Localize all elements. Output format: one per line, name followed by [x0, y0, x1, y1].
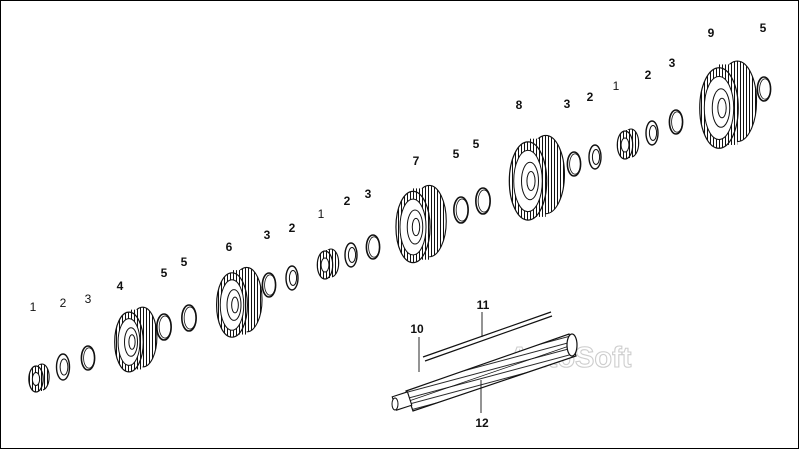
callout-3a: 3	[85, 292, 92, 306]
oil-tube-line-top	[422, 311, 552, 358]
snap-ring-3a	[80, 345, 96, 371]
callout-labels: 1 2 3 4 5 5 6 3 2 1 2 3 7 5 5 8 3 2 1 2 …	[30, 21, 767, 430]
needle-bearing-1b	[316, 248, 340, 280]
callout-2b: 2	[289, 221, 296, 235]
callout-2c: 2	[344, 194, 351, 208]
callout-5b: 5	[181, 255, 188, 269]
callout-1c: 1	[613, 79, 620, 93]
callout-4: 4	[117, 279, 124, 293]
callout-2d: 2	[587, 90, 594, 104]
washer-2b	[285, 265, 299, 291]
washer-2e	[645, 120, 659, 146]
gear-8	[508, 134, 566, 221]
callout-7: 7	[413, 154, 420, 168]
callout-2a: 2	[60, 296, 67, 310]
snap-ring-3d	[566, 151, 582, 177]
callout-2e: 2	[645, 68, 652, 82]
callout-8: 8	[516, 98, 523, 112]
gear-4	[114, 306, 158, 373]
callout-3e: 3	[669, 56, 676, 70]
callout-5e: 5	[760, 21, 767, 35]
snap-ring-5c	[453, 196, 469, 224]
shaft-end-face	[566, 333, 578, 357]
snap-ring-5d	[475, 187, 491, 215]
callout-1a: 1	[30, 300, 37, 314]
callout-3c: 3	[365, 187, 372, 201]
parts-layer	[28, 60, 772, 393]
oil-tube-line-bottom	[424, 315, 553, 362]
washer-2a	[55, 353, 71, 381]
snap-ring-3b	[261, 272, 277, 298]
gear-9	[699, 60, 758, 149]
washer-2c	[344, 242, 358, 268]
snap-ring-5e	[756, 76, 772, 102]
callout-3d: 3	[564, 97, 571, 111]
callout-10: 10	[410, 322, 424, 336]
callout-5d: 5	[473, 137, 480, 151]
callout-1b: 1	[318, 207, 325, 221]
needle-bearing-1a	[28, 363, 50, 393]
callout-11: 11	[477, 298, 490, 312]
snap-ring-3e	[668, 109, 684, 135]
gear-7	[395, 184, 447, 264]
shaft-midline	[408, 344, 573, 402]
gear-6	[216, 266, 263, 338]
shaft-nose-face	[391, 397, 399, 411]
callout-6: 6	[226, 240, 233, 254]
snap-ring-3c	[365, 234, 381, 260]
washer-2d	[588, 144, 602, 170]
callout-12: 12	[475, 416, 489, 430]
callout-3b: 3	[264, 228, 271, 242]
snap-ring-5a	[156, 313, 172, 341]
callout-5a: 5	[161, 266, 168, 280]
snap-ring-5b	[181, 304, 197, 332]
output-shaft	[391, 311, 578, 413]
callout-9: 9	[708, 26, 715, 40]
needle-bearing-1c	[616, 128, 640, 160]
callout-5c: 5	[453, 147, 460, 161]
